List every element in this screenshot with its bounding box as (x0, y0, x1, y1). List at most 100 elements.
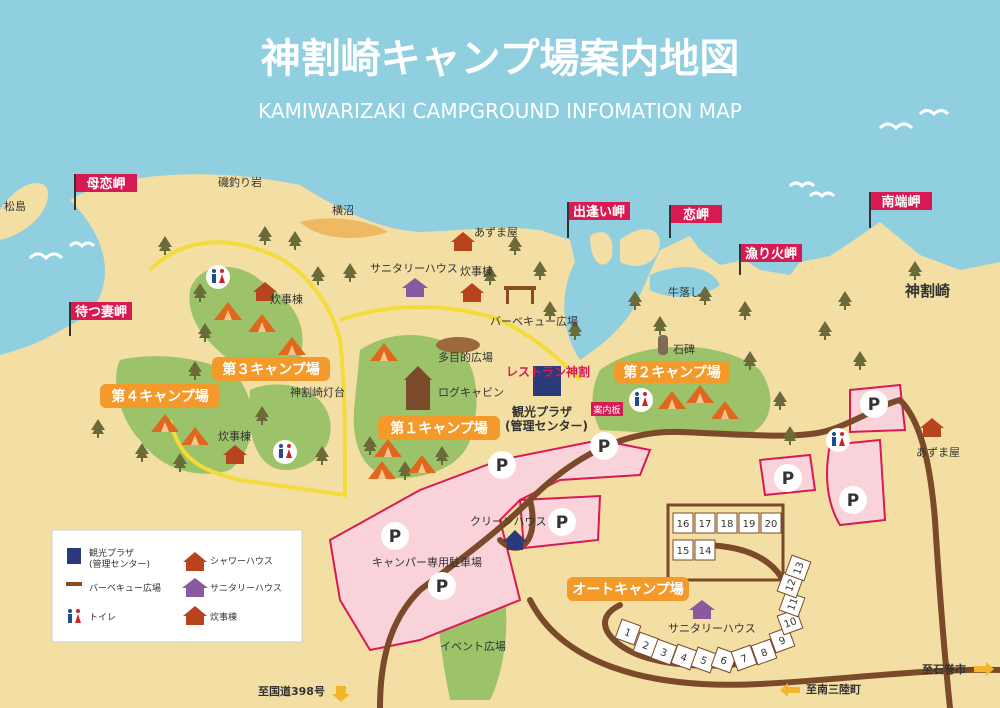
auto-site: 15 (672, 539, 694, 561)
auto-site-number: 8 (760, 647, 770, 660)
toilet-icon (826, 428, 850, 452)
auto-site-number: 6 (719, 655, 729, 668)
label-camper-parking: キャンパー専用駐車場 (372, 555, 482, 569)
auto-site: 16 (672, 512, 694, 534)
auto-site-number: 1 (623, 627, 633, 640)
auto-site-number: 16 (677, 519, 690, 530)
toilet-icon (629, 388, 653, 412)
place-labels: 松島 磯釣り岩 横沼 あずま屋 サニタリーハウス 炊事棟 炊事棟 炊事棟 バーベ… (4, 175, 960, 653)
parking-p: P (868, 395, 880, 415)
cape-label: 南端岬 (881, 194, 920, 210)
cape-label: 恋岬 (683, 207, 709, 223)
cape-label: 待つ妻岬 (74, 304, 127, 320)
cape-label: 母恋岬 (86, 176, 125, 192)
label-plaza-sub: (管理センター) (505, 418, 588, 433)
label-ushiotoshi: 牛落し (668, 285, 701, 299)
auto-site: 19 (738, 512, 760, 534)
cape-label: 漁り火岬 (745, 246, 797, 262)
parking-p: P (782, 469, 794, 489)
parking-p: P (496, 456, 508, 476)
legend-label: サニタリーハウス (210, 583, 282, 594)
cape-flags: 母恋岬 待つ妻岬 出逢い岬 恋岬 漁り火岬 南端岬 (69, 174, 932, 336)
auto-site-number: 2 (641, 640, 651, 653)
parking-p: P (598, 437, 610, 457)
stone-monument-icon (658, 335, 668, 355)
direction-minamisanriku: 至南三陸町 (806, 682, 861, 696)
log-cabin-icon (404, 366, 432, 410)
label-plaza: 観光プラザ (512, 404, 572, 419)
auto-site-number: 7 (740, 653, 750, 666)
flag-deai: 出逢い岬 (567, 202, 630, 238)
auto-camp-label: オートキャンプ場 (572, 581, 684, 598)
seagulls (28, 109, 950, 261)
auto-site: 14 (694, 539, 716, 561)
label-log-cabin: ログキャビン (438, 385, 504, 399)
facility-icons (206, 232, 944, 619)
legend-label: シャワーハウス (210, 556, 273, 567)
flag-koi: 恋岬 (669, 205, 722, 238)
label-azumaya: あずま屋 (474, 226, 518, 239)
label-matsushima: 松島 (4, 199, 26, 213)
auto-site-number: 5 (699, 655, 709, 668)
label-suijito: 炊事棟 (460, 264, 493, 278)
label-suijito: 炊事棟 (218, 429, 251, 443)
label-clean-house: クリーンハウス (470, 515, 546, 528)
legend-label: 観光プラザ (89, 547, 134, 559)
auto-site-number: 11 (786, 597, 801, 613)
auto-site-grid (666, 503, 785, 582)
clean-house-icon (503, 530, 527, 550)
camp-site-3-label: 第３キャンプ場 (222, 361, 320, 378)
label-kamiwarizaki: 神割崎 (905, 282, 950, 300)
auto-site: 11 (778, 590, 806, 618)
parking-p: P (389, 527, 401, 547)
label-isozuri: 磯釣り岩 (218, 175, 262, 189)
map-subtitle: KAMIWARIZAKI CAMPGROUND INFOMATION MAP (258, 99, 742, 123)
auto-site: 8 (750, 638, 778, 666)
direction-labels: 至国道398号 至南三陸町 至石巻市 (258, 662, 994, 702)
label-bbq: バーベキュー広場 (490, 315, 578, 328)
label-lighthouse: 神割崎灯台 (290, 385, 345, 399)
cape-label: 出逢い岬 (573, 204, 625, 220)
parking-p: P (436, 577, 448, 597)
legend: 観光プラザ (管理センター) シャワーハウス バーベキュー広場 サニタリーハウス… (51, 529, 303, 643)
bbq-icon (504, 286, 536, 304)
auto-site: 3 (650, 638, 678, 666)
auto-site-number: 9 (778, 635, 788, 648)
label-info-board: 案内板 (593, 404, 620, 416)
toilet-icon (273, 440, 297, 464)
flag-matsutsuma: 待つ妻岬 (69, 302, 132, 336)
label-sanitary-2: サニタリーハウス (668, 622, 756, 635)
auto-site: 18 (716, 512, 738, 534)
legend-label: (管理センター) (89, 558, 150, 570)
auto-site-number: 14 (699, 546, 712, 557)
auto-site-number: 3 (659, 647, 669, 660)
auto-site: 7 (730, 644, 758, 672)
plaza-building-icon (533, 366, 561, 396)
legend-label: 炊事棟 (210, 611, 237, 623)
label-sekihi: 石碑 (673, 343, 695, 356)
auto-site-number: 13 (792, 561, 807, 577)
multipurpose-plaza-icon (436, 337, 480, 353)
auto-site-number: 12 (784, 578, 799, 594)
auto-site: 6 (710, 646, 738, 674)
legend-label: トイレ (89, 613, 116, 623)
auto-site-number: 20 (765, 519, 778, 530)
auto-site: 17 (694, 512, 716, 534)
label-sanitary: サニタリーハウス (370, 262, 458, 275)
parking-p: P (556, 513, 568, 533)
legend-label: バーベキュー広場 (89, 582, 161, 594)
flag-isaribi: 漁り火岬 (739, 244, 802, 275)
label-azumaya-2: あずま屋 (916, 446, 960, 459)
auto-site-number: 18 (721, 519, 734, 530)
camp-site-4-label: 第４キャンプ場 (111, 388, 209, 405)
label-suijito: 炊事棟 (270, 292, 303, 306)
direction-ishinomaki: 至石巻市 (922, 662, 966, 676)
auto-site: 20 (760, 512, 782, 534)
auto-site-number: 19 (743, 519, 756, 530)
walking-path (148, 240, 582, 498)
label-yokonuma: 横沼 (332, 203, 354, 217)
label-tamokuteki: 多目的広場 (438, 350, 493, 364)
direction-route398: 至国道398号 (258, 684, 325, 698)
